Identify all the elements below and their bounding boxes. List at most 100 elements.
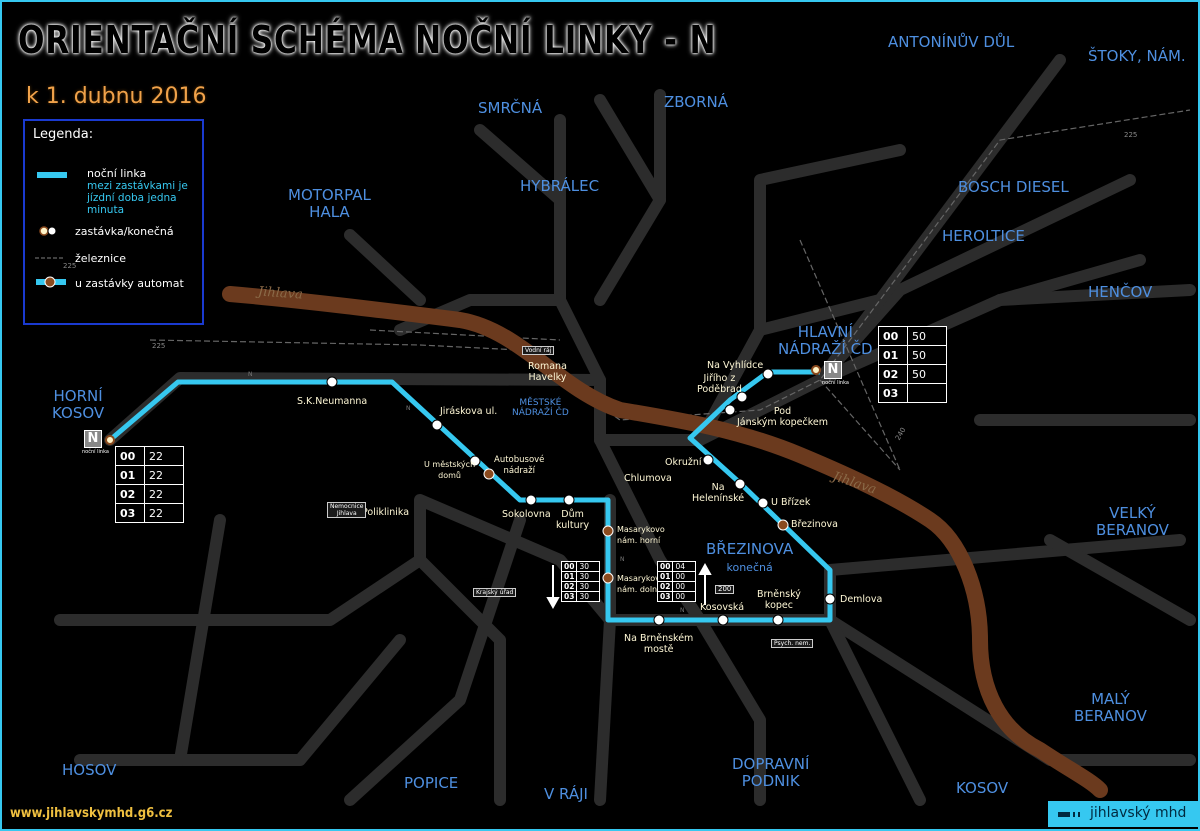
area-maly-beranov-l2: BERANOV	[1074, 707, 1147, 725]
legend-stop-label: zastávka/konečná	[75, 225, 174, 238]
rail-number-225-right: 225	[1124, 131, 1138, 139]
line-letter-1: N	[248, 371, 253, 378]
area-dopravni-l2: PODNIK	[741, 772, 800, 790]
timetable-hour: 02	[560, 581, 578, 592]
area-velky-beranov-l1: VELKÝ	[1109, 504, 1156, 522]
stop-label-masarykovo-dolni-l1: Masarykovo	[617, 574, 665, 583]
poi-nemocnice-l1: Nemocnice	[330, 503, 364, 510]
stop-label-masarykovo-dolni: Masarykovo nám. dolní	[617, 573, 665, 595]
stop-label-jiriho-l2: Poděbrad	[697, 384, 742, 395]
stop-label-masarykovo-dolni-l2: nám. dolní	[617, 585, 660, 594]
area-stoky: ŠTOKY, NÁM.	[1088, 47, 1186, 65]
stop-label-sokolovna: Sokolovna	[502, 509, 551, 520]
stop-label-u-mestskych-l1: U městských	[424, 460, 476, 469]
legend-line-swatch	[37, 172, 67, 178]
stop-label-brezinova: Březinova	[791, 519, 838, 530]
timetable-hour: 01	[115, 465, 145, 485]
area-velky-beranov-l2: BERANOV	[1096, 521, 1169, 539]
stop-dot-sokolovna	[525, 494, 537, 506]
stop-dot-masarykovo-dolni	[602, 572, 614, 584]
poi-vodni-raj: Vodní ráj	[522, 346, 555, 355]
legend: Legenda: noční linka mezi zastávkami je …	[23, 119, 204, 325]
night-line-route	[108, 369, 833, 623]
timetable-hour: 00	[115, 446, 145, 466]
stop-label-kosovska: Kosovská	[700, 602, 745, 613]
stop-dot-u-mestskych	[469, 455, 481, 467]
stop-label-pod-l1: Pod	[773, 406, 792, 417]
timetable-hour: 00	[656, 561, 674, 572]
terminus-badge-hlavni: N	[824, 361, 842, 379]
validity-date: k 1. dubnu 2016	[26, 84, 207, 109]
stop-label-na-vyhlidce: Na Vyhlídce	[707, 360, 764, 371]
area-brezinova-sub: konečná	[726, 561, 773, 574]
stop-label-brnensky-l1: Brněnský	[757, 589, 801, 600]
timetable-minutes: 00	[672, 591, 697, 602]
timetable-hour: 03	[656, 591, 674, 602]
stop-label-autobusove-l2: nádraží	[503, 466, 535, 476]
area-zborna: ZBORNÁ	[664, 93, 729, 111]
timetable-hour: 01	[560, 571, 578, 582]
stop-label-masarykovo-horni-l2: nám. horní	[617, 536, 661, 545]
line-letter-4: N	[680, 607, 685, 614]
stop-label-jiraskova: Jiráskova ul.	[440, 406, 498, 417]
stop-dot-kosovska	[717, 614, 729, 626]
timetable-minutes: 22	[144, 465, 184, 485]
rail-number-225-left: 225	[152, 342, 166, 350]
stop-label-autobusove-l1: Autobusové	[494, 455, 545, 465]
timetable-hour: 03	[115, 503, 145, 523]
legend-line-label: noční linka	[87, 167, 147, 180]
area-horni-kosov-l1: HORNÍ	[53, 387, 103, 405]
timetable-minutes: 30	[576, 561, 601, 572]
timetable-hour: 02	[656, 581, 674, 592]
legend-line-note: mezi zastávkami je jízdní doba jedna min…	[87, 180, 188, 216]
stop-label-na-brnenskem-l1: Na Brněnském	[624, 633, 694, 644]
terminus-badge-horni-kosov-sub: noční linka	[82, 449, 109, 455]
stop-label-romana-l2: Havelky	[528, 372, 567, 383]
stop-label-s-k-neumanna: S.K.Neumanna	[297, 396, 368, 407]
stop-label-poliklinika: Poliklinika	[362, 507, 410, 518]
timetable-minutes: 30	[576, 591, 601, 602]
legend-automat-label: u zastávky automat	[75, 277, 184, 290]
timetable-minutes: 50	[907, 345, 947, 365]
stop-dot-jiriho	[724, 404, 736, 416]
stop-label-na-brnenskem-l2: mostě	[643, 644, 674, 655]
brand-box: jihlavský mhd	[1048, 801, 1198, 827]
area-heroltice: HEROLTICE	[942, 227, 1025, 245]
brand-text: jihlavský mhd	[1090, 805, 1187, 821]
stop-label-romana-l1: Romana	[528, 361, 567, 372]
stop-dot-horni-kosov	[105, 435, 115, 445]
poi-psych-nem: Psych. nem.	[771, 639, 814, 648]
stop-markers	[105, 365, 836, 626]
stop-label-u-brizek: U Břízek	[771, 497, 811, 508]
area-dopravni-l1: DOPRAVNÍ	[732, 755, 810, 773]
terminus-badge-hlavni-sub: noční linka	[822, 380, 849, 386]
timetable-minutes: 22	[144, 446, 184, 466]
timetable-hour: 00	[560, 561, 578, 572]
area-v-raji: V RÁJI	[544, 785, 588, 803]
timetable-minutes: 30	[576, 571, 601, 582]
legend-title: Legenda:	[33, 127, 94, 142]
stop-dot-brezinova	[777, 519, 789, 531]
